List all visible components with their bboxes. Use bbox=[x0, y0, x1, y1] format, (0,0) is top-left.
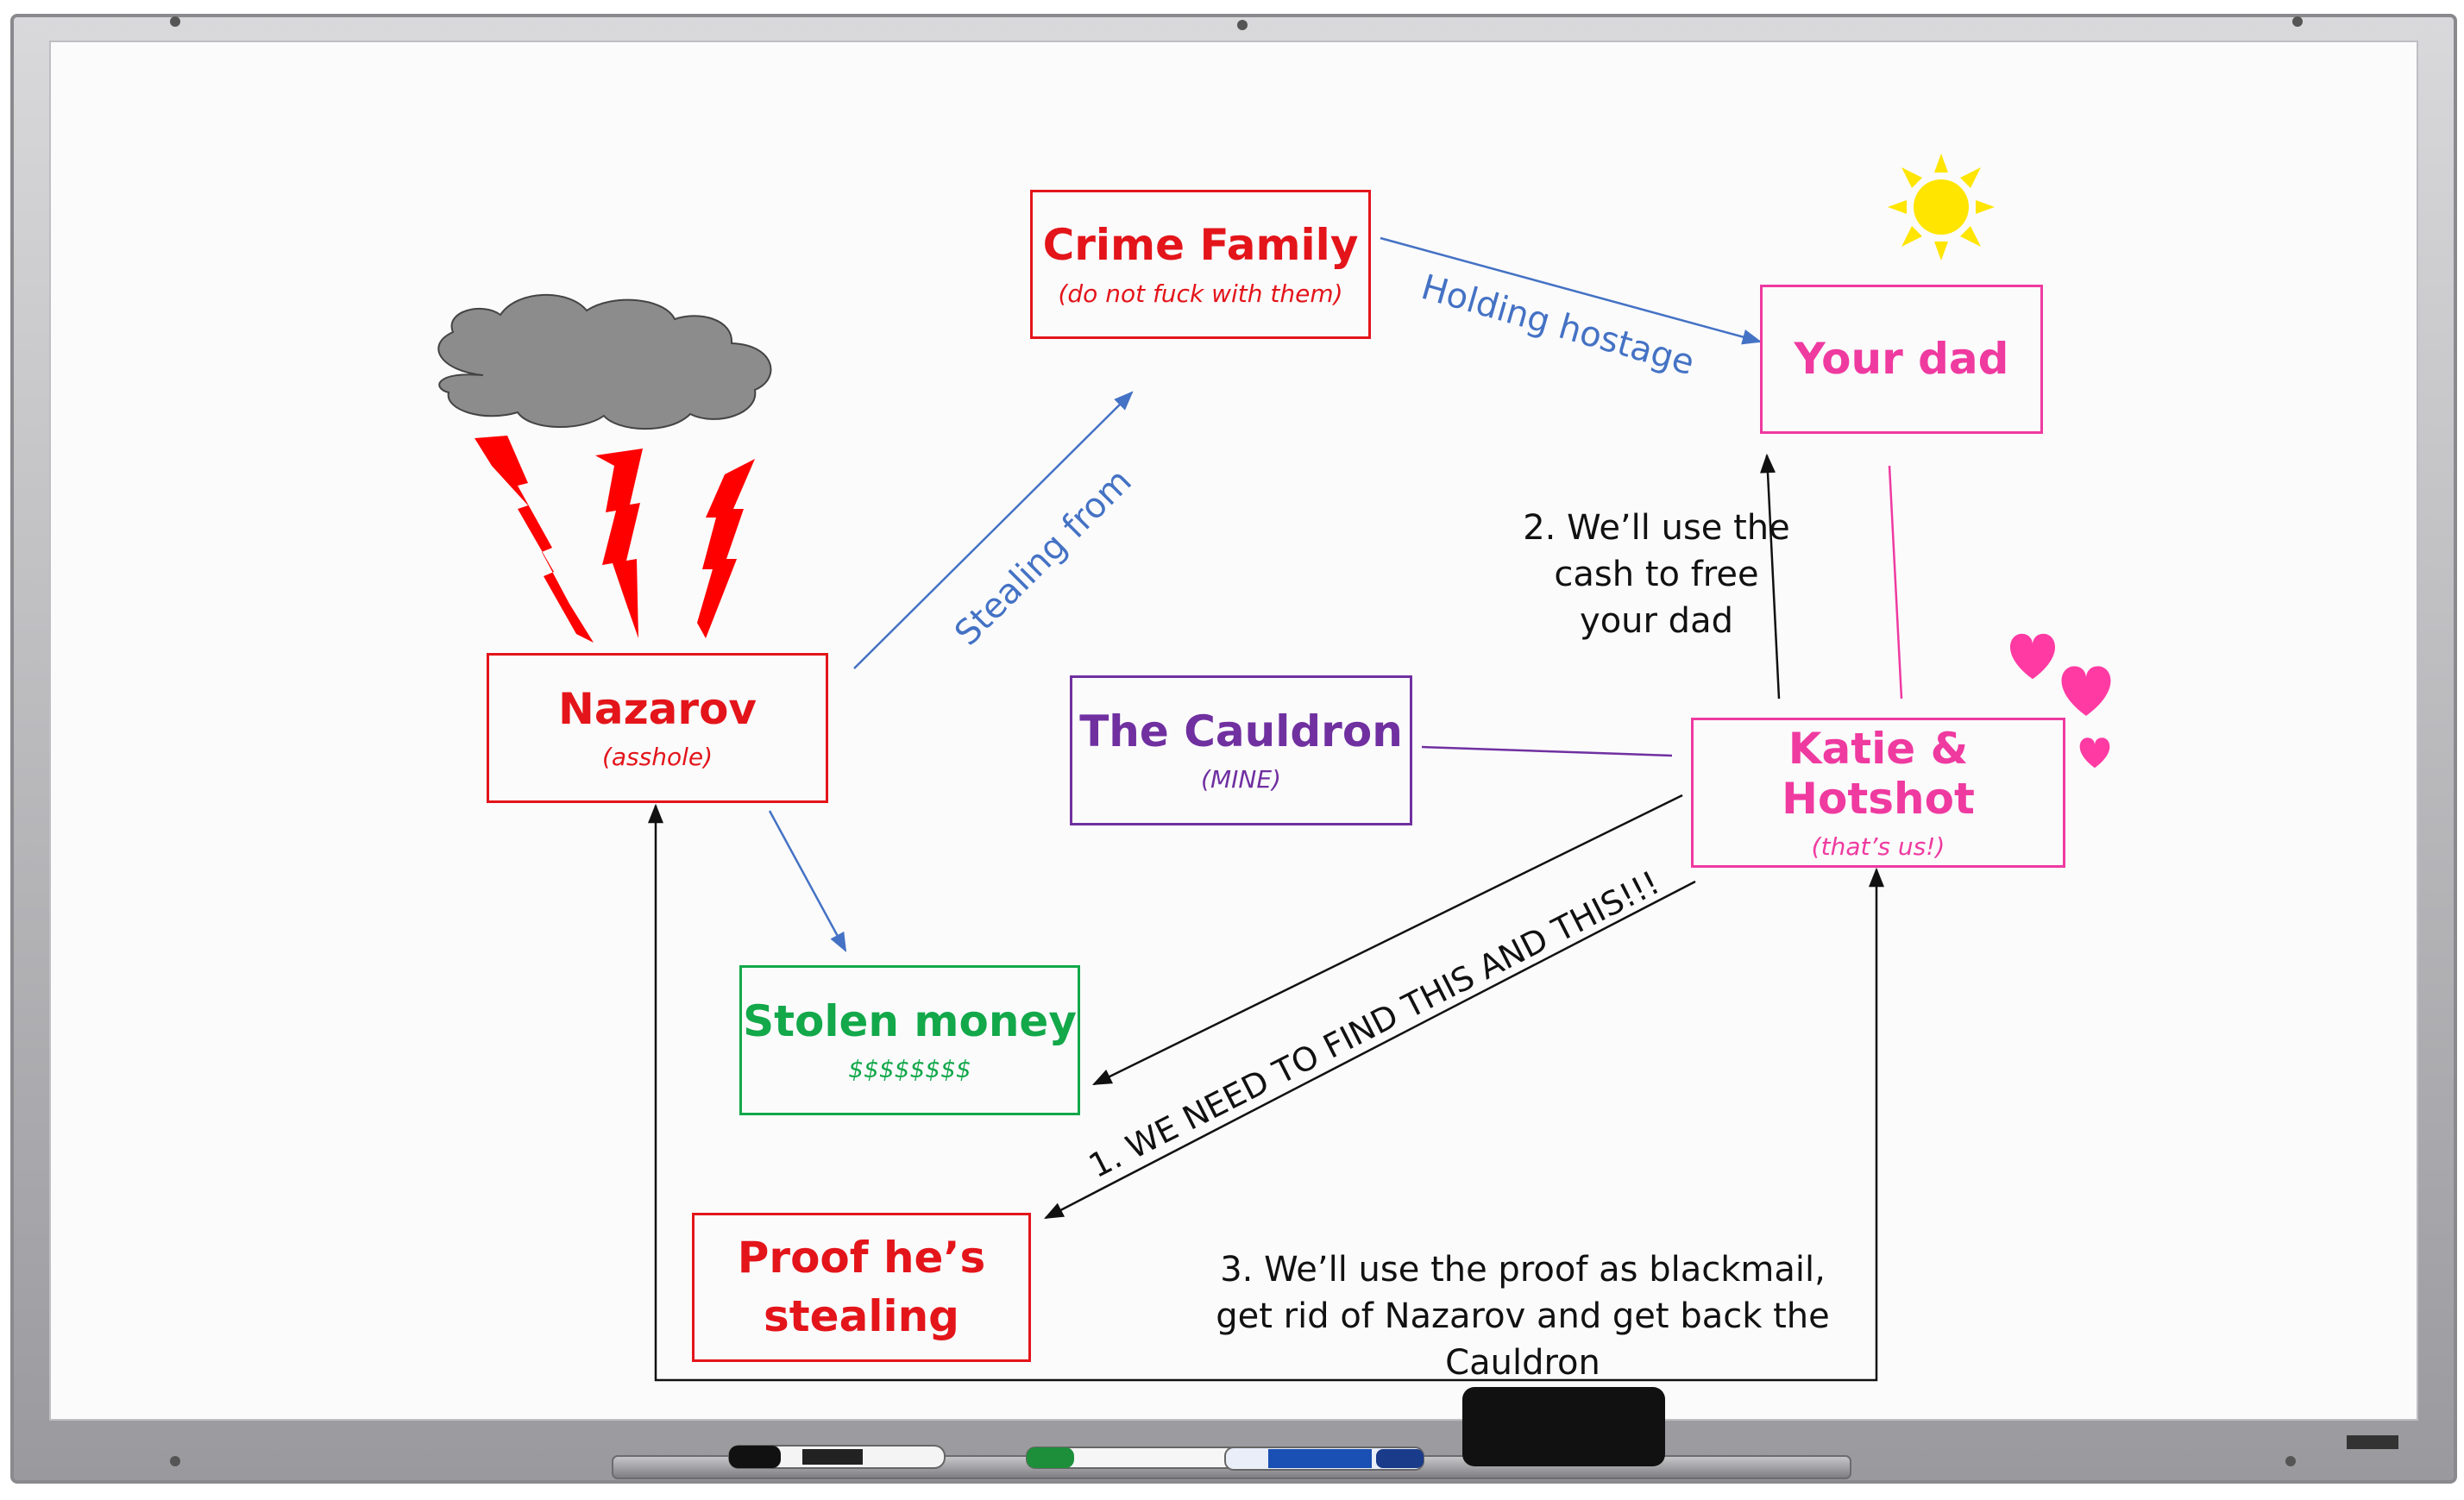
step3-note: 3. We’ll use the proof as blackmail, get… bbox=[1199, 1246, 1846, 1386]
heart-icon bbox=[2010, 633, 2055, 680]
nazarov-subtitle: (asshole) bbox=[601, 743, 713, 772]
screw bbox=[170, 1456, 180, 1466]
marker-green[interactable] bbox=[1026, 1447, 1243, 1469]
marker-black[interactable] bbox=[728, 1445, 946, 1469]
marker-blue[interactable] bbox=[1224, 1447, 1424, 1471]
screw bbox=[1237, 20, 1248, 30]
edge-dad-to-katie bbox=[1888, 465, 1903, 700]
crime-family-box[interactable]: Crime Family (do not fuck with them) bbox=[1030, 190, 1371, 339]
screw bbox=[170, 16, 180, 27]
heart-icon bbox=[2079, 737, 2110, 769]
katie-hotshot-subtitle: (that’s us!) bbox=[1811, 832, 1945, 861]
stolen-money-subtitle: $$$$$$$$ bbox=[848, 1055, 971, 1084]
lightning-bolt-icon bbox=[697, 459, 755, 638]
proof-box[interactable]: Proof he’s stealing bbox=[692, 1213, 1031, 1362]
step2-note: 2. We’ll use the cash to free your dad bbox=[1514, 505, 1799, 644]
eraser[interactable] bbox=[1462, 1387, 1665, 1466]
the-cauldron-title: The Cauldron bbox=[1079, 706, 1403, 756]
storm-cloud-icon bbox=[437, 293, 772, 430]
proof-title-line2: stealing bbox=[764, 1290, 959, 1341]
crime-family-title: Crime Family bbox=[1042, 220, 1359, 271]
step2-line2: cash to free bbox=[1554, 555, 1759, 594]
sun-icon bbox=[1888, 154, 1995, 260]
heart-icon bbox=[2061, 666, 2111, 716]
katie-hotshot-box[interactable]: Katie & Hotshot (that’s us!) bbox=[1691, 718, 2065, 868]
your-dad-box[interactable]: Your dad bbox=[1760, 285, 2043, 434]
your-dad-title: Your dad bbox=[1794, 333, 2009, 384]
lightning-bolt-icon bbox=[475, 436, 594, 643]
nazarov-box[interactable]: Nazarov (asshole) bbox=[487, 653, 828, 803]
katie-hotshot-title: Katie & Hotshot bbox=[1782, 724, 1975, 824]
board-surface bbox=[49, 41, 2418, 1421]
proof-title-line1: Proof he’s bbox=[737, 1233, 986, 1283]
edge-katie-to-proof bbox=[1044, 880, 1696, 1220]
step2-line3: your dad bbox=[1580, 601, 1733, 641]
lightning-bolt-icon bbox=[595, 449, 643, 638]
crime-family-subtitle: (do not fuck with them) bbox=[1058, 279, 1343, 308]
edge-cauldron-to-katie bbox=[1421, 745, 1673, 757]
edge-crime-family-to-your-dad bbox=[1380, 236, 1763, 345]
stolen-money-box[interactable]: Stolen money $$$$$$$$ bbox=[739, 965, 1080, 1115]
step3-line2: get rid of Nazarov and get back the bbox=[1216, 1296, 1830, 1336]
the-cauldron-box[interactable]: The Cauldron (MINE) bbox=[1070, 675, 1412, 825]
step3-line1: 3. We’ll use the proof as blackmail, bbox=[1220, 1250, 1826, 1290]
edge-blackmail-loop bbox=[648, 803, 1884, 1382]
screw bbox=[2292, 16, 2303, 27]
edge-katie-to-your-dad bbox=[1760, 453, 1781, 700]
step3-line3: Cauldron bbox=[1445, 1343, 1600, 1383]
brand-label bbox=[2347, 1435, 2398, 1449]
nazarov-title: Nazarov bbox=[557, 683, 757, 734]
step2-line1: 2. We’ll use the bbox=[1523, 508, 1790, 548]
edge-nazarov-to-crime-family bbox=[853, 391, 1134, 669]
stolen-money-title: Stolen money bbox=[743, 995, 1077, 1046]
the-cauldron-subtitle: (MINE) bbox=[1201, 765, 1281, 794]
screw bbox=[2285, 1456, 2296, 1466]
